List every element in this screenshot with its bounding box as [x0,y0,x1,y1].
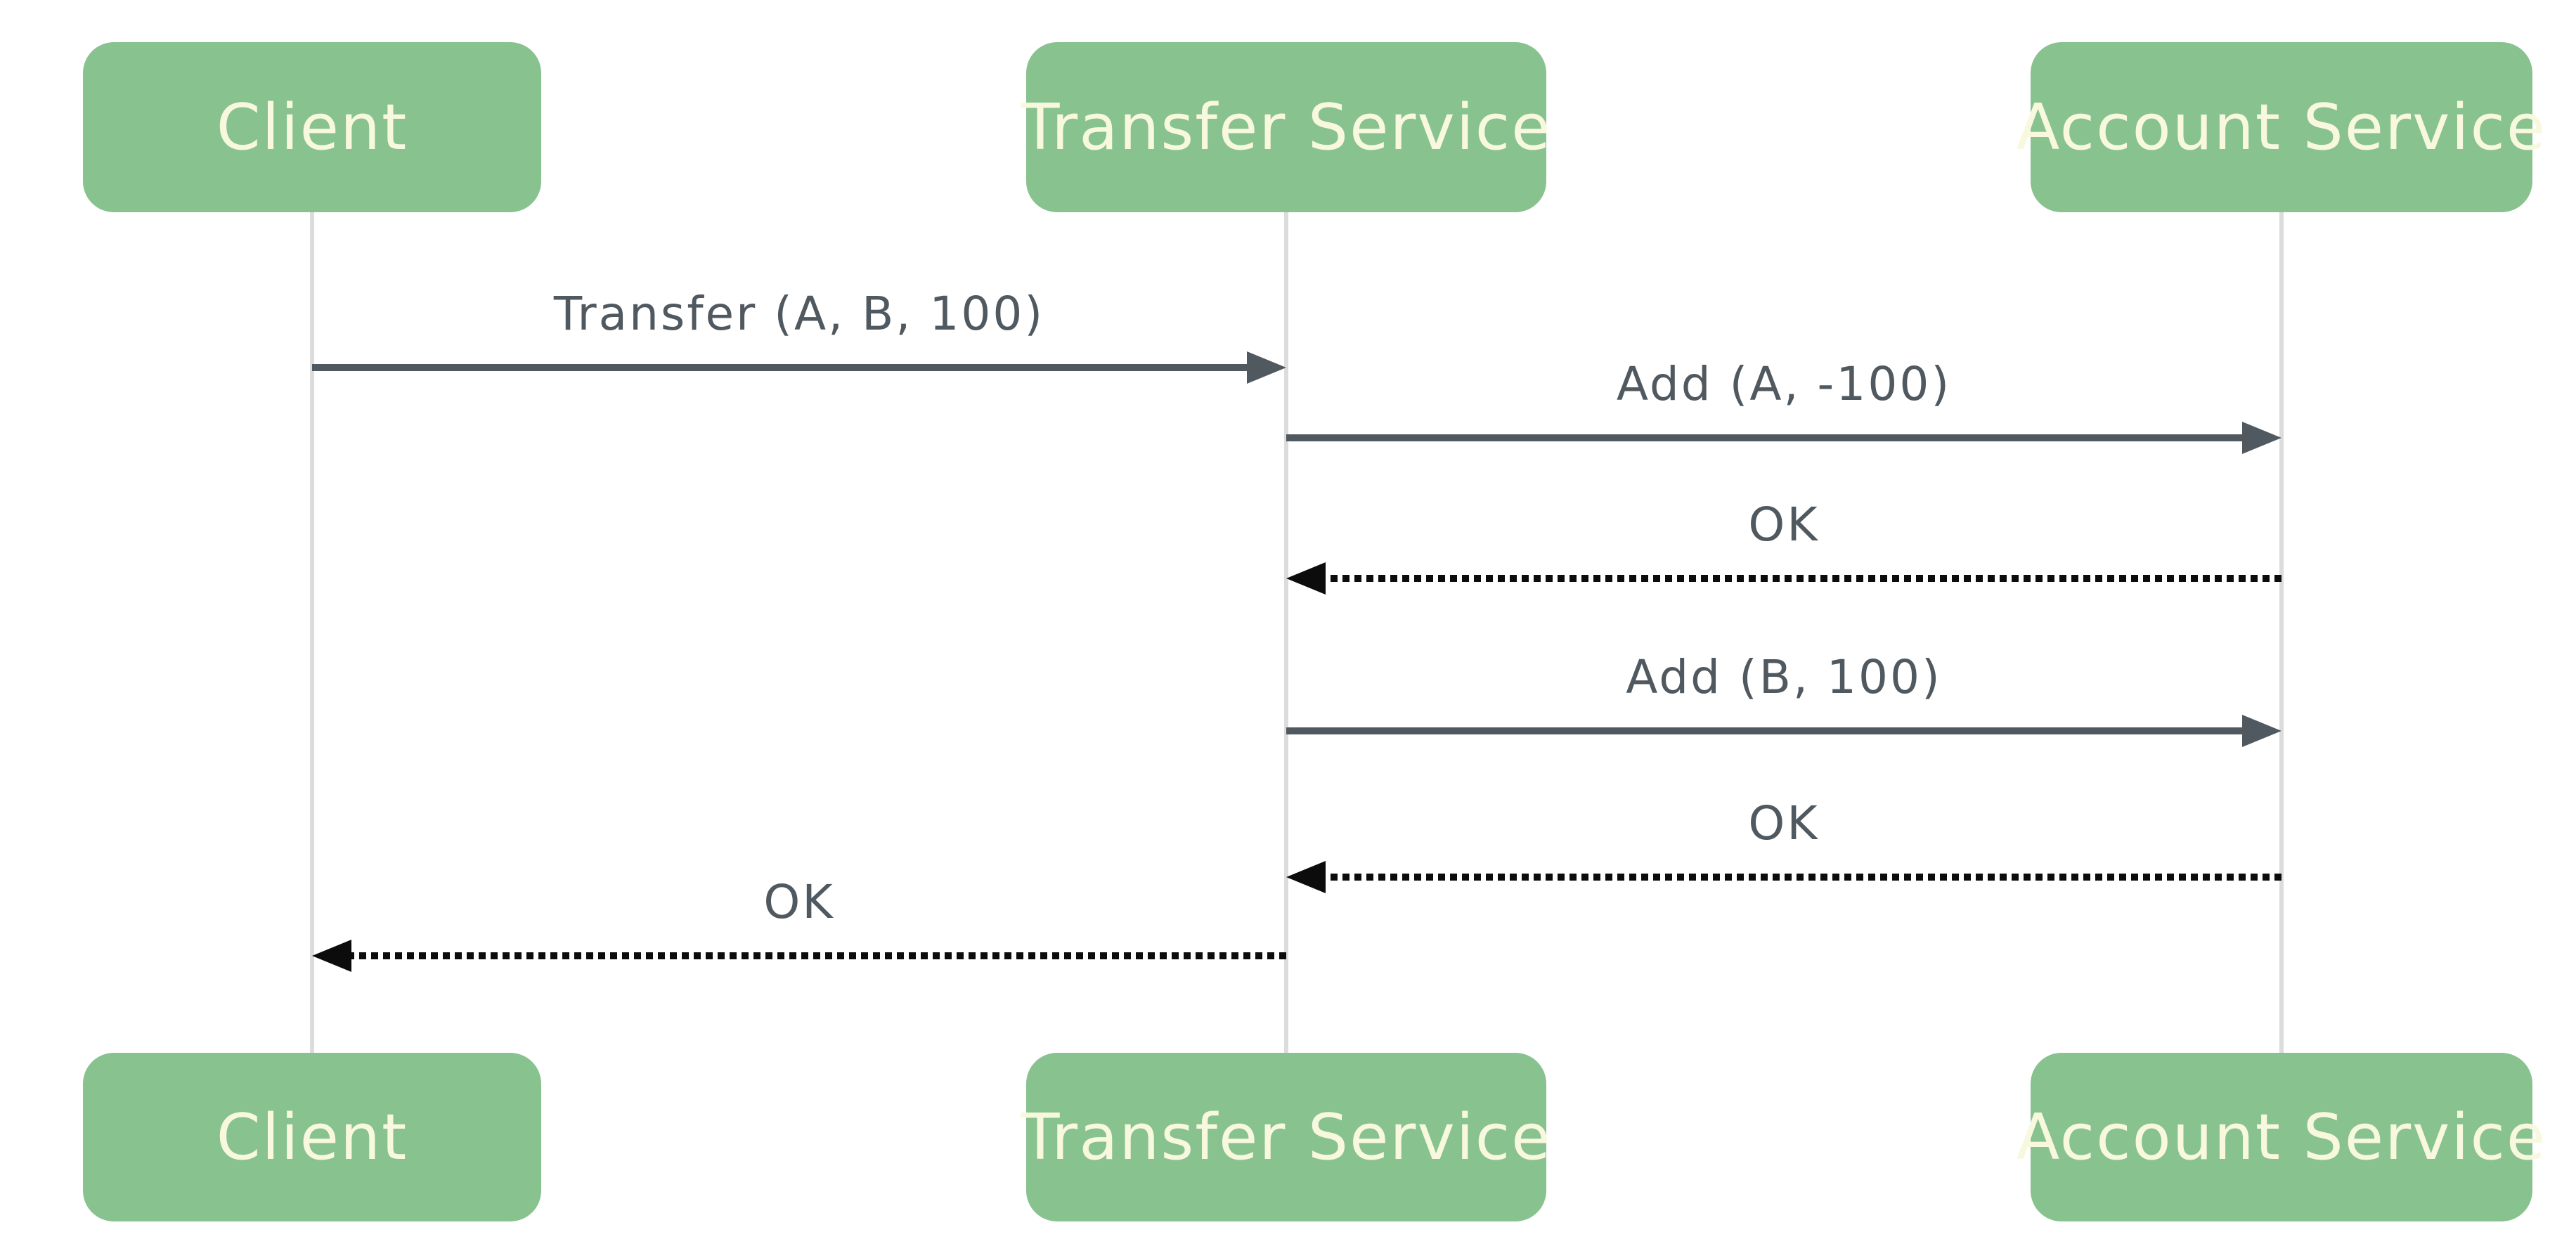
message-4-label: Add (B, 100) [1626,650,1942,704]
message-6-arrowhead [312,940,351,972]
message-1-arrowhead [1247,351,1286,384]
message-3-arrowhead [1286,562,1326,595]
actor-label-account-service-top: Account Service [2016,90,2547,164]
actor-box-transfer-service-top: Transfer Service [1021,42,1551,212]
message-5-arrowhead [1286,861,1326,893]
message-3-label: OK [1748,498,1820,552]
actor-box-account-service-top: Account Service [2017,42,2545,212]
actor-label-client-bottom: Client [216,1100,408,1174]
actor-box-client-top: Client [83,42,541,212]
message-6-label: OK [763,875,835,929]
actor-label-client-top: Client [216,90,408,164]
actor-box-client-bottom: Client [83,1053,541,1221]
message-2-arrowhead [2242,422,2281,454]
actor-label-transfer-service-bottom: Transfer Service [1021,1100,1552,1174]
actor-box-account-service-bottom: Account Service [2017,1053,2545,1221]
message-2-label: Add (A, -100) [1616,357,1952,411]
message-5-label: OK [1748,796,1820,850]
message-1-label: Transfer (A, B, 100) [553,287,1045,341]
actor-box-transfer-service-bottom: Transfer Service [1021,1053,1551,1221]
actor-label-account-service-bottom: Account Service [2016,1100,2547,1174]
actor-label-transfer-service-top: Transfer Service [1021,90,1552,164]
message-4-arrowhead [2242,715,2281,747]
